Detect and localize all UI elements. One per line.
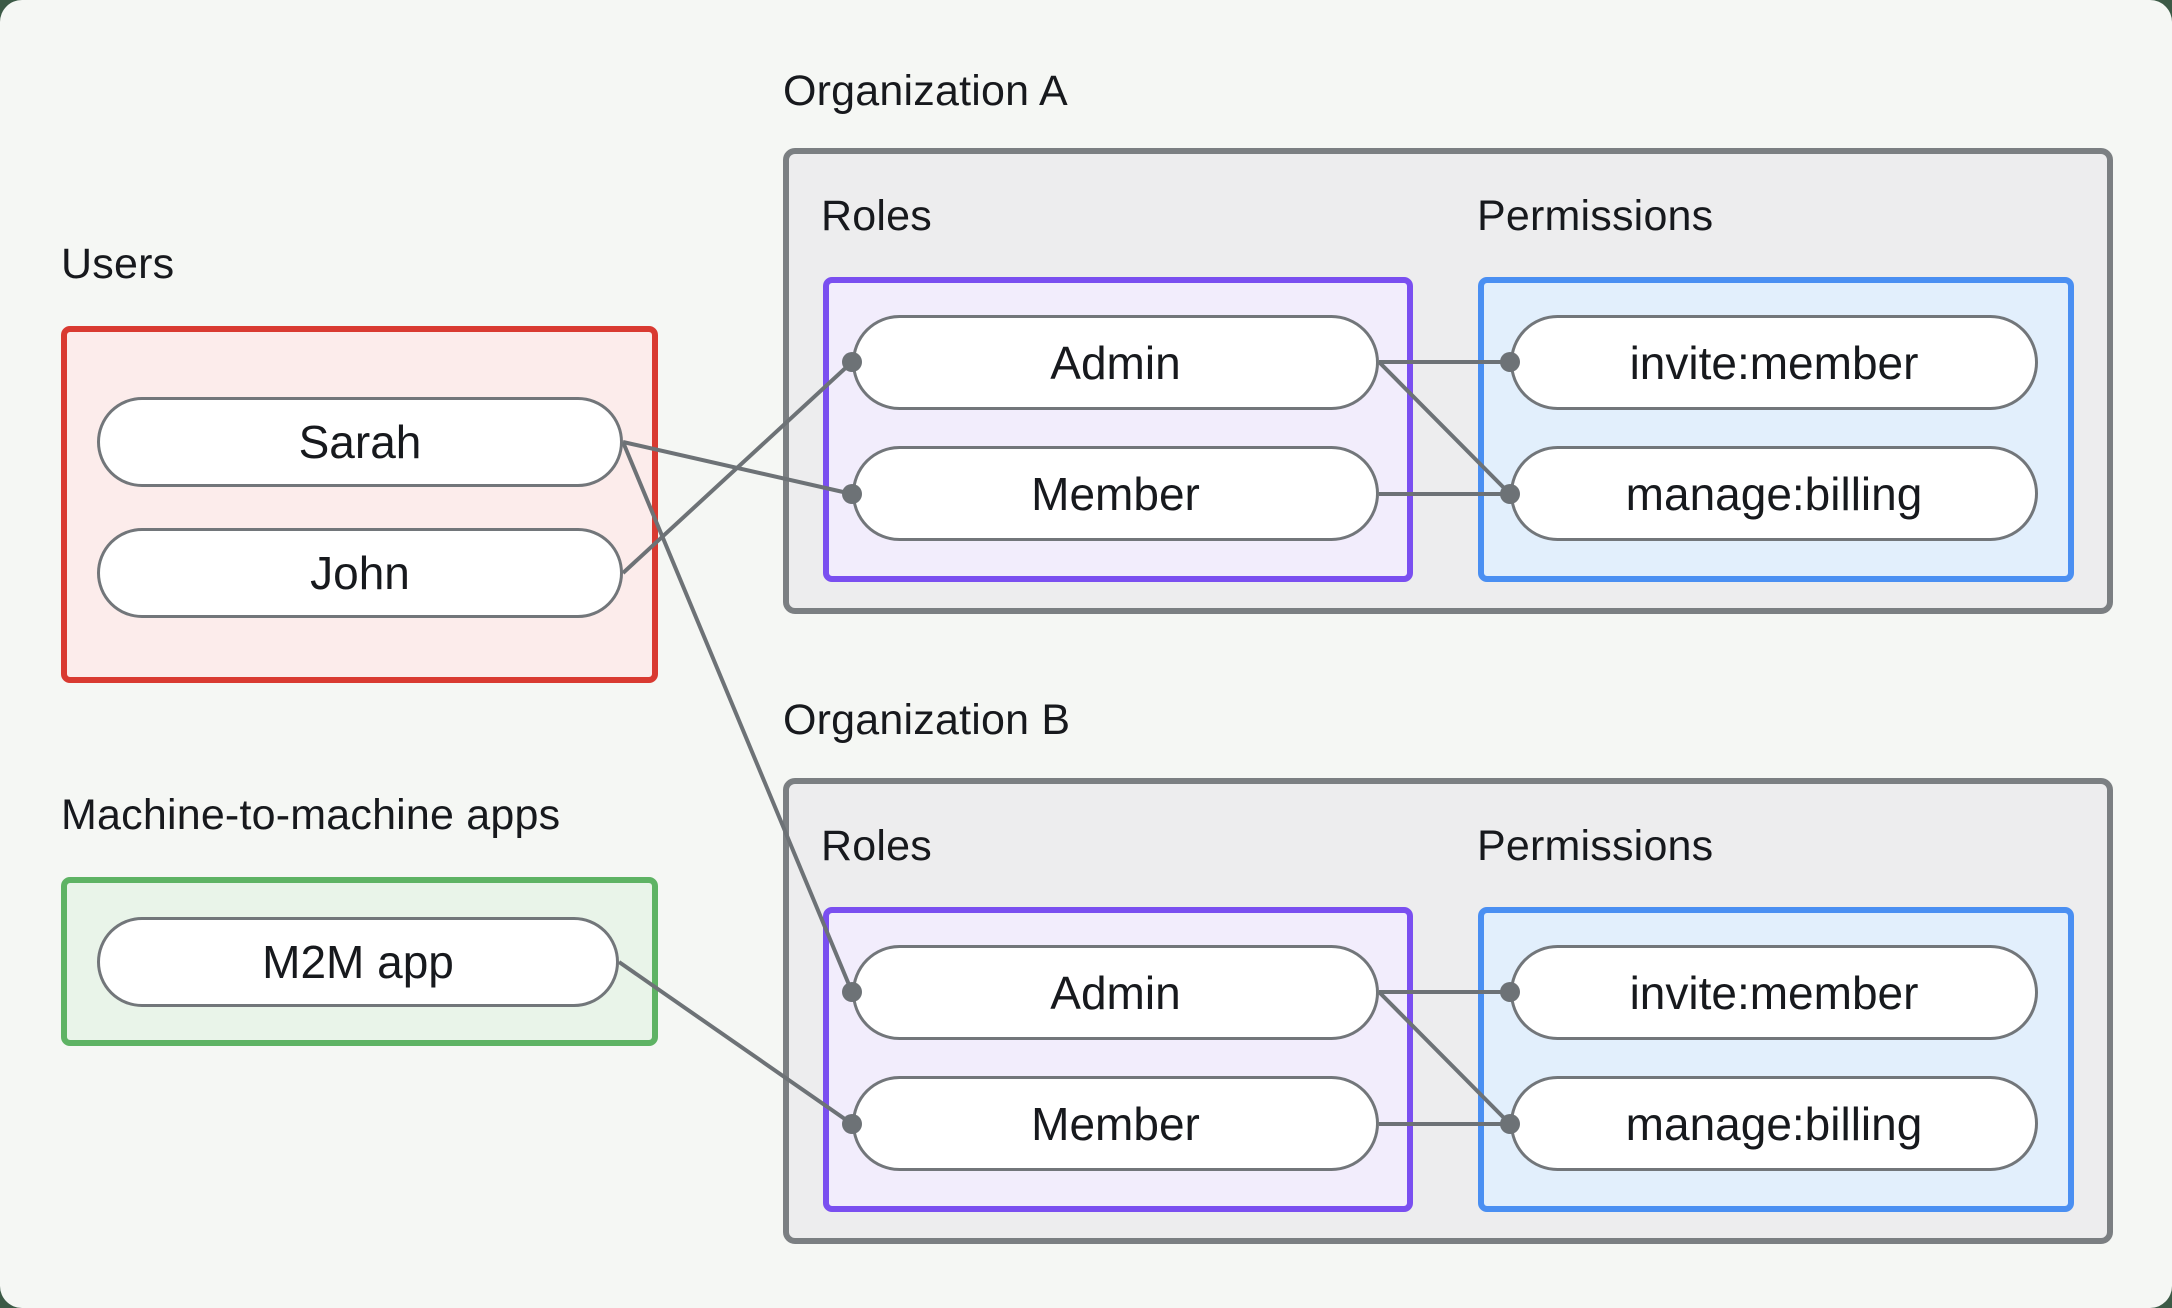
node-label: Member [1031,467,1200,520]
node-orgB-perm-invite: invite:member [1510,945,2038,1040]
node-orgA-role-admin: Admin [852,315,1379,410]
node-orgA-perm-billing: manage:billing [1510,446,2038,541]
org-b-title: Organization B [783,696,1071,744]
node-orgA-perm-invite: invite:member [1510,315,2038,410]
org-a-permissions-label: Permissions [1477,192,1714,240]
node-label: Sarah [298,416,422,468]
node-user-sarah: Sarah [97,397,623,487]
node-orgB-role-member: Member [852,1076,1379,1171]
node-label: invite:member [1629,966,1919,1019]
node-label: manage:billing [1625,467,1923,520]
org-b-permissions-label: Permissions [1477,822,1714,870]
users-group-label: Users [61,240,175,288]
org-a-roles-label: Roles [821,192,932,240]
users-group-box [61,326,658,683]
node-label: M2M app [262,936,454,988]
node-label: Member [1031,1097,1200,1150]
node-m2m-app: M2M app [97,917,619,1007]
org-b-roles-label: Roles [821,822,932,870]
m2m-group-label: Machine-to-machine apps [61,791,561,839]
node-label: invite:member [1629,336,1919,389]
org-a-title: Organization A [783,67,1068,115]
node-label: Admin [1050,966,1181,1019]
node-orgB-perm-billing: manage:billing [1510,1076,2038,1171]
node-label: Admin [1050,336,1181,389]
node-label: John [310,547,410,599]
node-label: manage:billing [1625,1097,1923,1150]
node-user-john: John [97,528,623,618]
node-orgA-role-member: Member [852,446,1379,541]
node-orgB-role-admin: Admin [852,945,1379,1040]
